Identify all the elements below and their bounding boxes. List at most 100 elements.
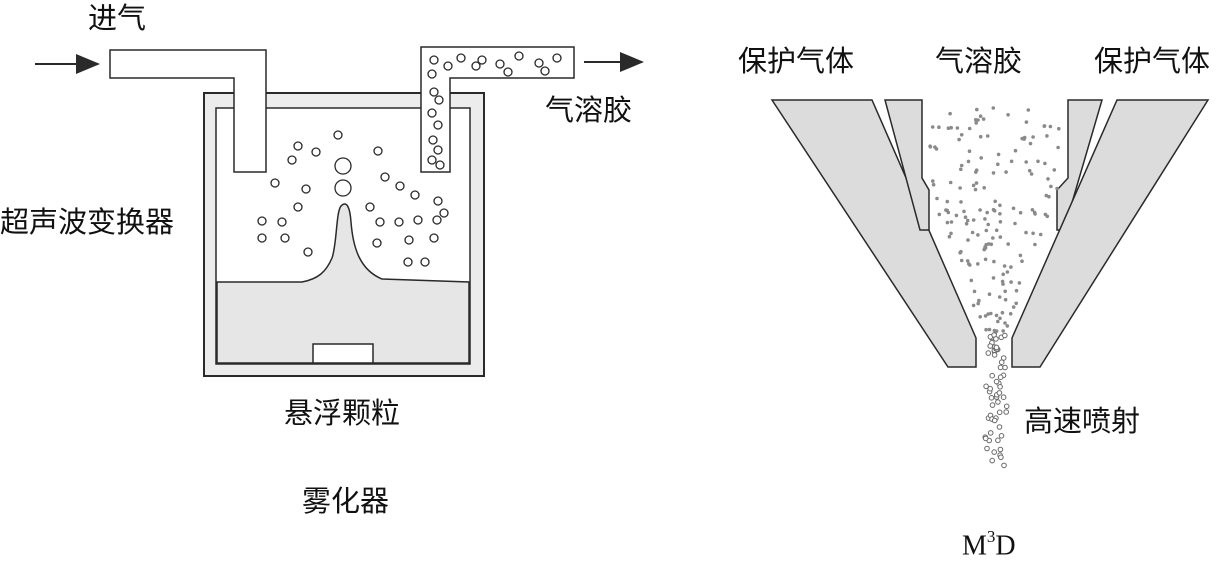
high-speed-jet [982, 332, 1010, 469]
aerosol-particle [959, 249, 963, 254]
aerosol-particle [1001, 272, 1005, 277]
aerosol-particle [970, 230, 975, 235]
jet-particle [996, 409, 1003, 416]
jet-particle [1000, 394, 1007, 401]
droplet [293, 141, 303, 151]
aerosol-particle [974, 121, 978, 125]
aerosol-particle [971, 303, 976, 308]
aerosol-particle [958, 186, 962, 190]
aerosol-particle [1028, 141, 1033, 146]
jet-particle [1003, 403, 1010, 410]
droplet [333, 130, 343, 140]
aerosol-particle [931, 182, 936, 187]
aerosol-particle [979, 156, 983, 160]
aerosol-particle [976, 262, 980, 266]
aerosol-particle [1001, 282, 1005, 286]
aerosol-particle [1045, 134, 1049, 138]
droplet [443, 61, 453, 71]
jet-particle [996, 424, 1003, 430]
droplet [420, 257, 430, 267]
nozzle-left-inner-wall [884, 99, 930, 231]
aerosol-particle [977, 298, 981, 303]
aerosol-particle [1014, 288, 1019, 293]
jet-particle [987, 430, 994, 436]
aerosol-particle [1000, 310, 1005, 315]
atomizer-caption: 雾化器 [302, 484, 390, 518]
droplet [293, 202, 303, 212]
droplet [540, 66, 550, 76]
m3d-nozzle-diagram [770, 99, 1210, 469]
aerosol-particle [1009, 265, 1013, 269]
aerosol-particle [986, 222, 990, 227]
aerosol-particle [959, 133, 964, 137]
m3d-caption-superscript: 3 [986, 527, 996, 546]
aerosol-particle [1042, 124, 1047, 128]
droplet [365, 202, 375, 212]
aerosol-particle [1024, 230, 1028, 235]
aerosol-particle [982, 186, 986, 190]
aerosol-particle [997, 295, 1002, 299]
droplet [287, 155, 297, 165]
aerosol-particle [1046, 177, 1050, 181]
aerosol-particle [991, 276, 996, 280]
droplet [514, 51, 524, 61]
droplet [433, 120, 443, 130]
aerosol-particle [998, 203, 1002, 208]
atomizer-aerosol-label: 气溶胶 [545, 93, 633, 127]
aerosol-particle [954, 213, 959, 218]
aerosol-particle [978, 208, 982, 212]
aerosol-particle [1024, 160, 1028, 164]
droplet [503, 67, 513, 77]
aerosol-particle [967, 126, 972, 131]
transducer-label: 超声波变换器 [0, 205, 175, 239]
aerosol-particle [981, 117, 986, 121]
aerosol-particle [935, 196, 939, 201]
jet-particle [998, 433, 1005, 439]
aerosol-particle [1036, 159, 1040, 164]
aerosol-particle [1031, 231, 1035, 236]
aerosol-particle [948, 111, 952, 116]
aerosol-particle [969, 278, 974, 283]
jet-particle [996, 390, 1003, 396]
droplet [334, 179, 352, 197]
aerosol-particle [1004, 170, 1008, 174]
aerosol-particle [1027, 168, 1032, 173]
aerosol-particle [947, 234, 952, 239]
aerosol-particle [978, 315, 982, 319]
aerosol-particle [994, 228, 999, 233]
aerosol-particle [946, 126, 951, 130]
aerosol-particle [1033, 242, 1037, 247]
aerosol-particle [1003, 297, 1008, 302]
aerosol-particle [1001, 329, 1005, 333]
aerosol-particle [1031, 135, 1035, 139]
aerosol-particle [955, 126, 960, 130]
aerosol-particle [983, 217, 987, 221]
jet-particle [991, 417, 998, 424]
aerosol-particle [1044, 193, 1049, 198]
aerosol-particle [1026, 108, 1031, 112]
atomizer-diagram [35, 46, 644, 377]
jet-particle [1000, 355, 1007, 361]
aerosol-particle [976, 301, 980, 306]
aerosol-particle [949, 125, 953, 130]
aerosol-particle [945, 208, 949, 213]
aerosol-particle [998, 212, 1002, 216]
aerosol-particle [1020, 259, 1024, 264]
aerosol-particle [983, 314, 988, 318]
aerosol-particle [1043, 161, 1047, 166]
aerosol-particle [1000, 279, 1005, 284]
droplet [277, 217, 287, 227]
aerosol-particle [1009, 280, 1013, 284]
aerosol-particle [965, 218, 970, 223]
nozzle-right-outer-wall [1011, 99, 1210, 368]
aerosol-particle [967, 149, 972, 153]
aerosol-particle [1049, 184, 1053, 189]
nozzle-aerosol-label: 气溶胶 [935, 44, 1023, 78]
jet-particle [997, 446, 1004, 453]
aerosol-particle [959, 258, 964, 263]
aerosol-particle [1020, 136, 1024, 141]
aerosol-particles [928, 106, 1061, 336]
droplet [372, 238, 382, 248]
jet-particle [1003, 409, 1010, 415]
